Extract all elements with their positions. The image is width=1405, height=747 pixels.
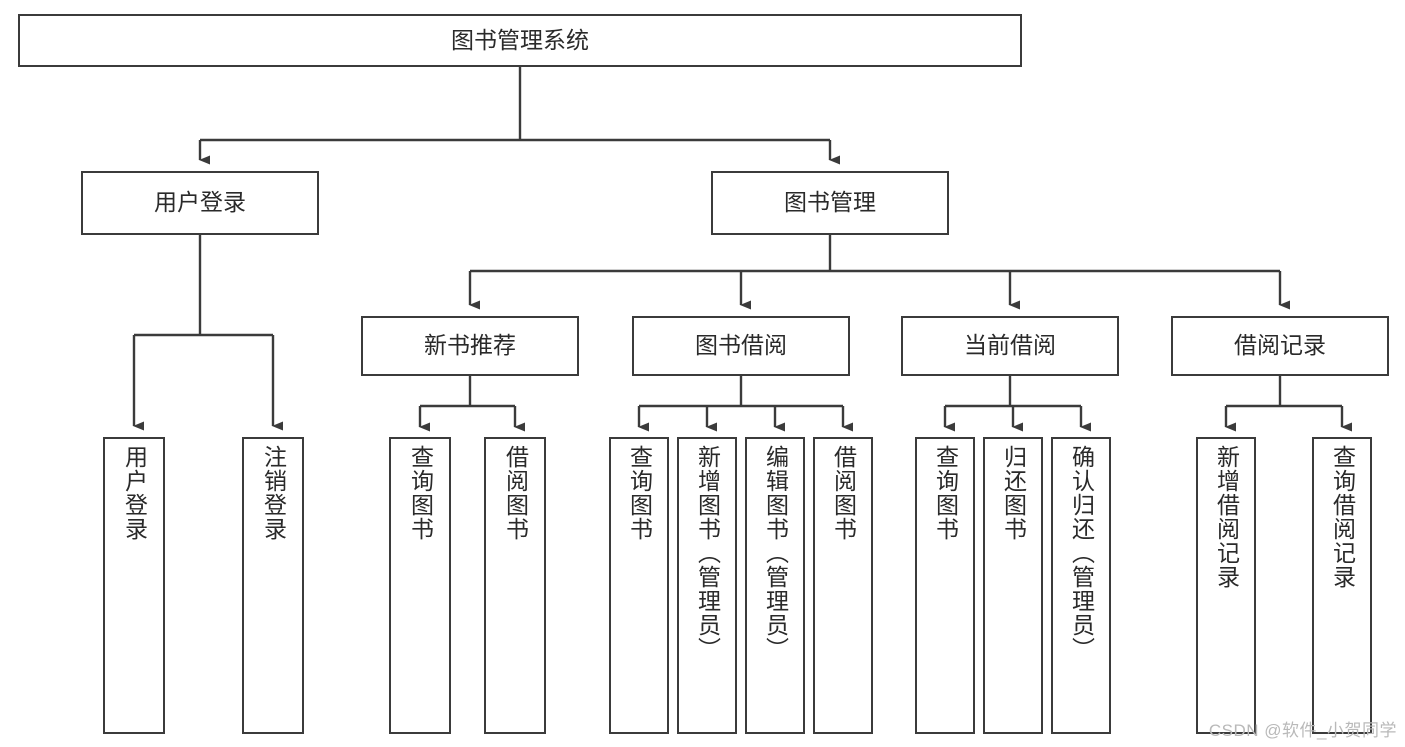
node-current-borrow-label: 当前借阅 [964,332,1056,359]
node-book-borrow[interactable]: 图书借阅 [632,316,850,376]
node-leaf-query-book-3[interactable]: 查询图书 [915,437,975,734]
node-leaf-query-book-1-label: 查询图书 [407,445,434,541]
node-new-book-recommend[interactable]: 新书推荐 [361,316,579,376]
node-user-login-label: 用户登录 [154,189,246,216]
node-leaf-user-login-label: 用户登录 [121,445,148,541]
node-leaf-query-book-2[interactable]: 查询图书 [609,437,669,734]
node-leaf-add-record[interactable]: 新增借阅记录 [1196,437,1256,734]
node-leaf-logout-label: 注销登录 [260,445,287,541]
node-leaf-query-book-1[interactable]: 查询图书 [389,437,451,734]
node-leaf-query-record[interactable]: 查询借阅记录 [1312,437,1372,734]
node-leaf-borrow-book-2-label: 借阅图书 [830,445,857,541]
node-leaf-edit-book[interactable]: 编辑图书（管理员） [745,437,805,734]
node-new-book-recommend-label: 新书推荐 [424,332,516,359]
node-root-label: 图书管理系统 [451,26,589,53]
node-leaf-edit-book-label: 编辑图书（管理员） [762,445,789,661]
node-leaf-borrow-book-1-label: 借阅图书 [502,445,529,541]
node-leaf-user-login[interactable]: 用户登录 [103,437,165,734]
node-leaf-confirm-return-label: 确认归还（管理员） [1068,445,1095,661]
node-leaf-return-book-label: 归还图书 [1000,445,1027,541]
node-leaf-borrow-book-1[interactable]: 借阅图书 [484,437,546,734]
node-leaf-return-book[interactable]: 归还图书 [983,437,1043,734]
node-borrow-record[interactable]: 借阅记录 [1171,316,1389,376]
node-leaf-add-record-label: 新增借阅记录 [1213,445,1240,589]
node-leaf-borrow-book-2[interactable]: 借阅图书 [813,437,873,734]
node-user-login[interactable]: 用户登录 [81,171,319,235]
node-root[interactable]: 图书管理系统 [18,14,1022,67]
node-leaf-add-book-label: 新增图书（管理员） [694,445,721,661]
node-book-manage-label: 图书管理 [784,189,876,216]
node-leaf-add-book[interactable]: 新增图书（管理员） [677,437,737,734]
node-leaf-logout[interactable]: 注销登录 [242,437,304,734]
node-current-borrow[interactable]: 当前借阅 [901,316,1119,376]
node-leaf-query-book-3-label: 查询图书 [932,445,959,541]
node-book-borrow-label: 图书借阅 [695,332,787,359]
node-borrow-record-label: 借阅记录 [1234,332,1326,359]
node-leaf-confirm-return[interactable]: 确认归还（管理员） [1051,437,1111,734]
node-leaf-query-record-label: 查询借阅记录 [1329,445,1356,589]
node-book-manage[interactable]: 图书管理 [711,171,949,235]
node-leaf-query-book-2-label: 查询图书 [626,445,653,541]
